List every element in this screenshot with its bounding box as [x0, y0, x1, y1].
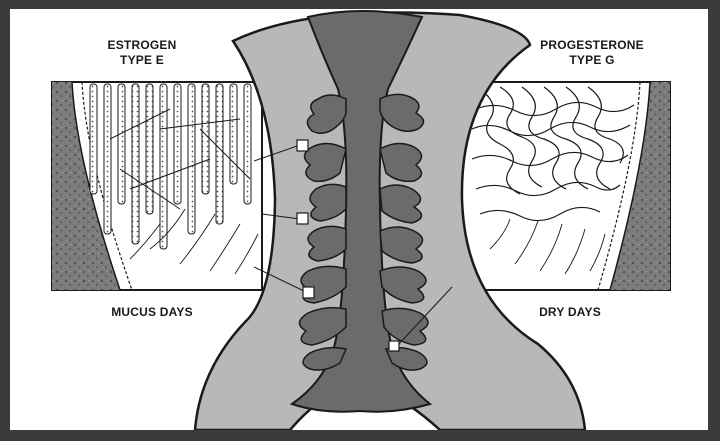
cervix-illustration [10, 9, 708, 430]
progesterone-type-text: TYPE G [522, 53, 662, 68]
estrogen-hormone-text: ESTROGEN [82, 38, 202, 53]
estrogen-label: ESTROGEN TYPE E [82, 38, 202, 68]
estrogen-type-text: TYPE E [82, 53, 202, 68]
estrogen-mucus-panel [52, 82, 262, 290]
progesterone-label: PROGESTERONE TYPE G [522, 38, 662, 68]
mucus-days-label: MUCUS DAYS [82, 305, 222, 320]
progesterone-hormone-text: PROGESTERONE [522, 38, 662, 53]
dry-days-label: DRY DAYS [510, 305, 630, 320]
progesterone-mucus-panel [462, 82, 670, 290]
diagram-canvas: ESTROGEN TYPE E PROGESTERONE TYPE G MUCU… [10, 9, 708, 430]
